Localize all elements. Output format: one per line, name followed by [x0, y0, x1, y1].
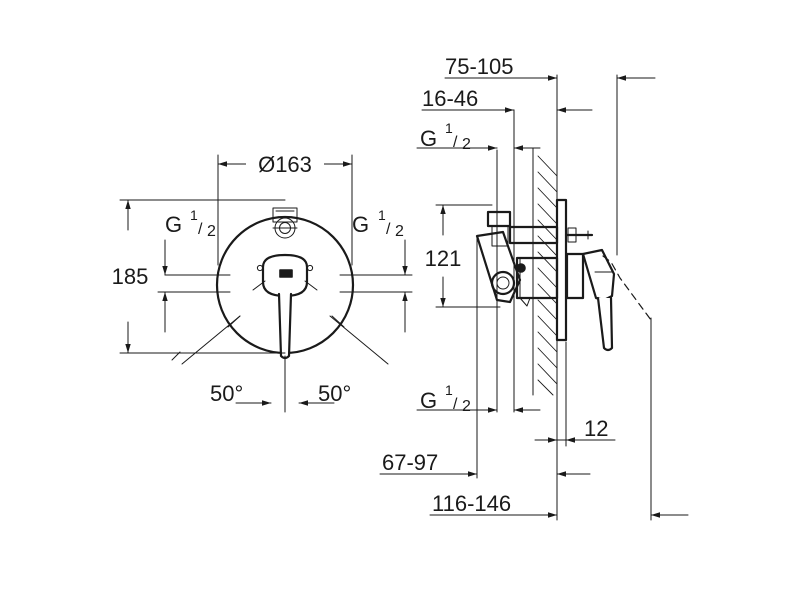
dim-116-146-label: 116-146: [432, 491, 511, 516]
svg-text:G: G: [420, 126, 437, 151]
svg-text:G: G: [420, 388, 437, 413]
side-view: 75-105 16-46 G 1 / 2 121 G 1 / 2: [379, 54, 689, 521]
mounting-plate: [555, 198, 568, 342]
thread-bottom-label: G 1 / 2: [420, 382, 471, 415]
angle-left-label: 50°: [210, 381, 243, 406]
angle-right-label: 50°: [318, 381, 351, 406]
svg-text:1: 1: [378, 207, 386, 223]
height-label: 185: [112, 264, 149, 289]
dim-67-97-label: 67-97: [382, 450, 438, 475]
dim-16-46-label: 16-46: [422, 86, 478, 111]
lever-swing-path: [602, 255, 652, 321]
thread-top-label: G 1 / 2: [420, 120, 471, 153]
svg-text:2: 2: [395, 223, 404, 240]
svg-text:/: /: [453, 134, 458, 151]
svg-text:2: 2: [462, 136, 471, 153]
thread-left-label: G 1 / 2: [165, 207, 216, 240]
lever-side: [565, 248, 616, 352]
dim-121-label: 121: [425, 246, 462, 271]
diameter-label: Ø163: [258, 152, 312, 177]
svg-text:1: 1: [445, 120, 453, 136]
svg-text:2: 2: [207, 223, 216, 240]
wall-hatch: [532, 147, 558, 396]
svg-text:G: G: [165, 212, 182, 237]
thread-right-label: G 1 / 2: [352, 207, 404, 240]
front-view: Ø163 185 G 1 / 2 G 1 / 2 50° 50°: [104, 152, 413, 413]
diverter-knob: [272, 207, 298, 239]
svg-text:1: 1: [190, 207, 198, 223]
svg-text:2: 2: [462, 398, 471, 415]
dim-75-105-label: 75-105: [445, 54, 514, 79]
svg-text:G: G: [352, 212, 369, 237]
svg-text:/: /: [386, 221, 391, 238]
svg-text:1: 1: [445, 382, 453, 398]
svg-text:/: /: [453, 396, 458, 413]
lever-handle: [252, 253, 318, 360]
svg-text:/: /: [198, 221, 203, 238]
valve-body: [475, 210, 594, 307]
dim-12-label: 12: [584, 416, 608, 441]
